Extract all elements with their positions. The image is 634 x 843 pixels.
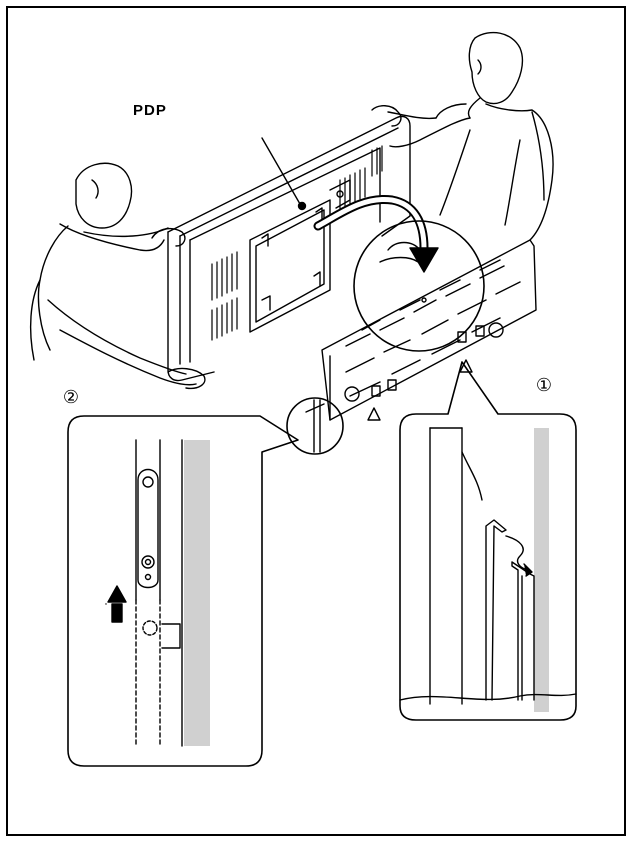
detail-1-illustration [399, 427, 577, 712]
detail-1-wall [534, 428, 549, 712]
wall-bracket [321, 239, 537, 421]
pdp-label: PDP [133, 102, 167, 119]
detail-2-illustration [105, 439, 210, 747]
zoom-circle-2-detail [305, 399, 325, 453]
hang-arrow-head [409, 247, 439, 273]
detail-callout-2 [67, 415, 299, 767]
up-arrow [107, 585, 127, 623]
person-left [29, 162, 206, 390]
zoom-circle-1 [353, 220, 485, 352]
zoom-circle-1-detail [379, 241, 427, 303]
step-2-marker: ② [62, 387, 80, 407]
person-right [371, 31, 554, 241]
detail-2-wall [184, 440, 210, 746]
pdp-panel [167, 115, 411, 382]
step-1-marker: ① [535, 375, 553, 395]
slot-link [137, 468, 159, 589]
detail-callout-1 [399, 361, 577, 721]
pdp-leader-line [261, 137, 301, 205]
zoom-circle-2 [286, 397, 344, 455]
